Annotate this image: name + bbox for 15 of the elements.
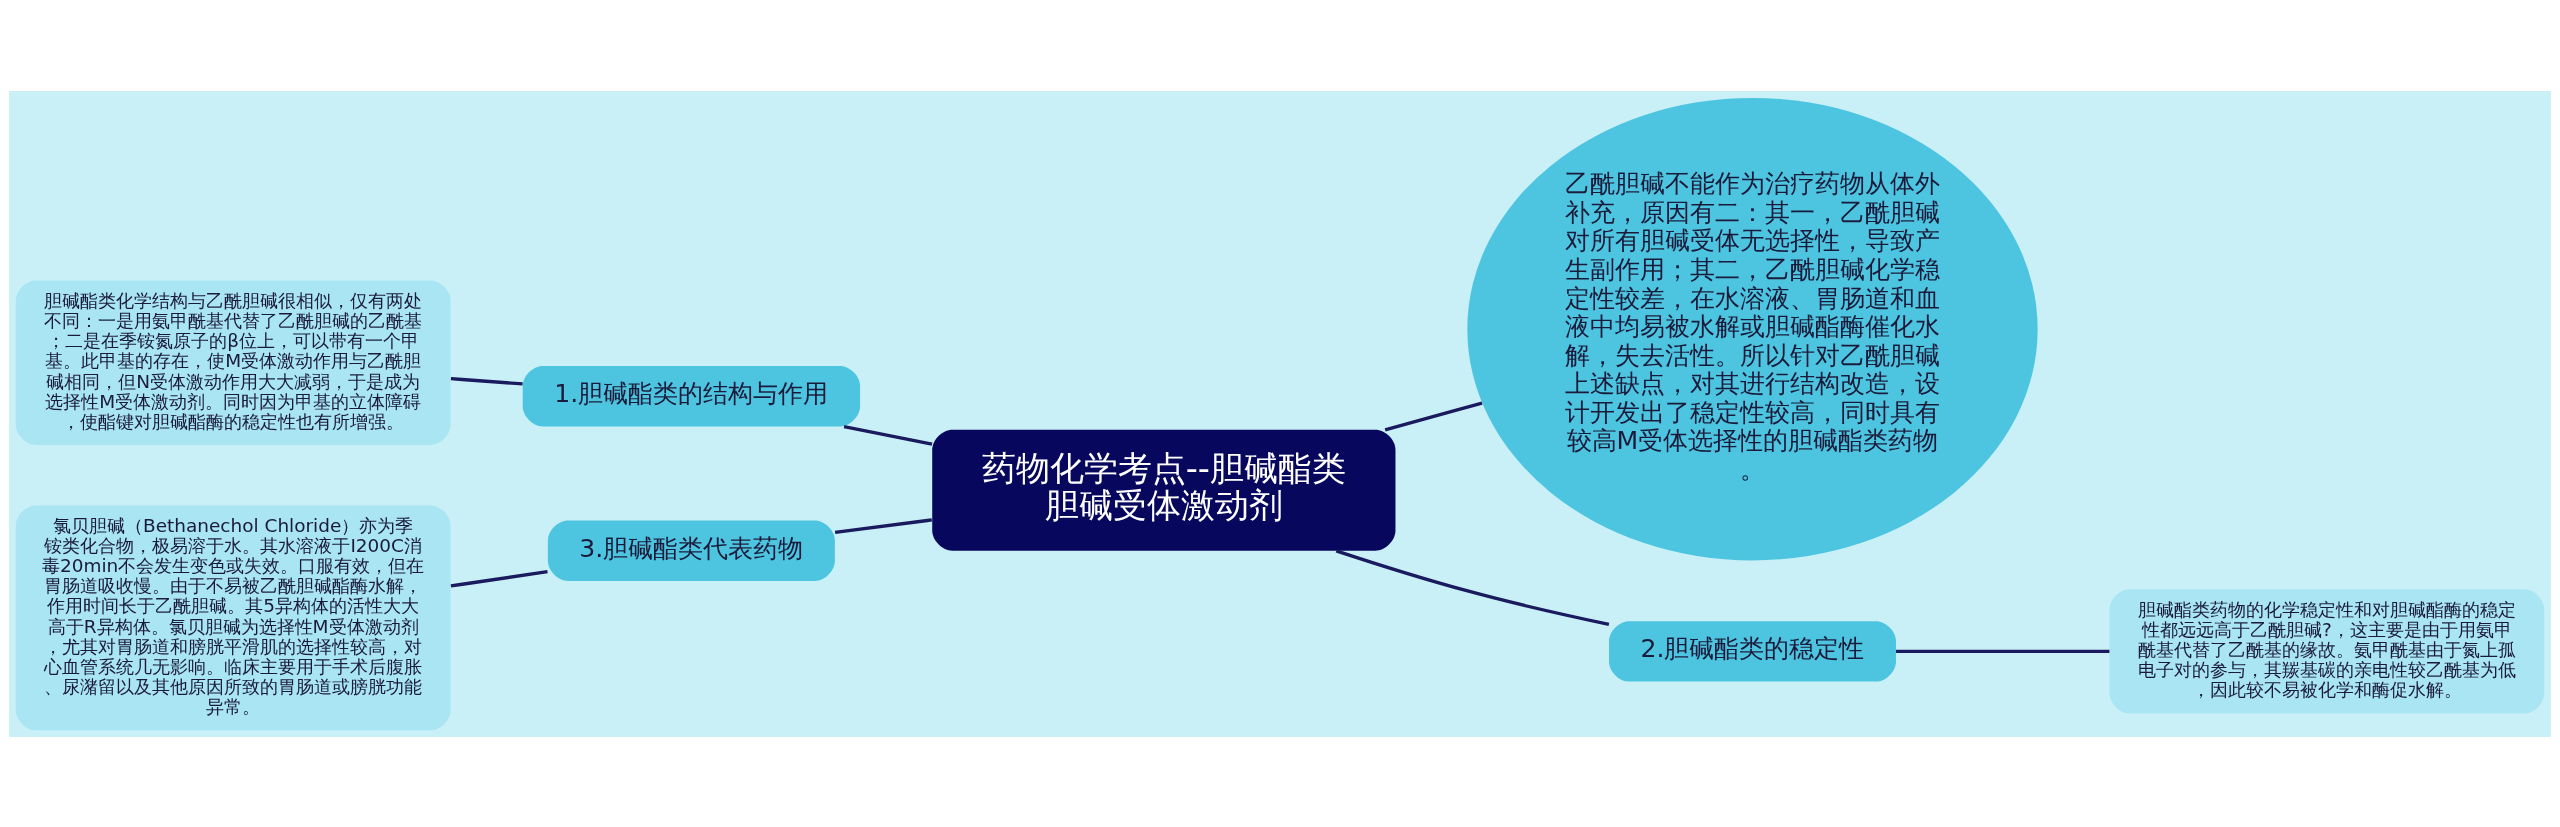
- connector: [834, 517, 932, 534]
- node-box: 3.胆碱酯类代表药物: [547, 520, 835, 581]
- node-box: 胆碱酯类药物的化学稳定性和对胆碱酯酶的稳定性都远远高于乙酰胆碱?，这主要是由于用氨甲酰基代替了乙酰基的缘故。氨甲酰基由于氮上孤电子对的参与，其羰基碳的亲电性较乙酰基为低，因此较不易被化学和酶促水解。: [2109, 588, 2545, 713]
- node-box: 氯贝胆碱（Bethanechol Chloride）亦为季铵类化合物，极易溶于水。其水溶液于I200C消毒20min不会发生变色或失效。口服有效，但在胃肠道吸收慢。由于不易被乙酰胆碱酯酶水解，作用时间长于乙酰胆碱。其5异构体的活性大大高于R异构体。氯贝胆碱为选择性M受体激动剂，尤其对胃肠道和膀胱平滑肌的选择性较高，对心血管系统几无影响。临床主要用于手术后腹胀、尿潴留以及其他原因所致的胃肠道或膀胱功能异常。: [15, 504, 451, 730]
- connector: [1384, 401, 1483, 431]
- connector: [843, 424, 933, 446]
- node-box: 药物化学考点--胆碱酯类胆碱受体激动剂: [932, 429, 1396, 551]
- connector: [450, 569, 548, 588]
- connector: [450, 376, 523, 386]
- connector: [1335, 548, 1610, 626]
- node-ellipse: 乙酰胆碱不能作为治疗药物从体外补充，原因有二：其一，乙酰胆碱对所有胆碱受体无选择性，导致产生副作用；其二，乙酰胆碱化学稳定性较差，在水溶液、胃肠道和血液中均易被水解或胆碱酯酶催化水解，失去活性。所以针对乙酰胆碱上述缺点，对其进行结构改造，设计开发出了稳定性较高，同时具有较高M受体选择性的胆碱酯类药物。: [1467, 97, 2038, 560]
- node-box: 2.胆碱酯类的稳定性: [1609, 620, 1896, 682]
- node-box: 胆碱酯类化学结构与乙酰胆碱很相似，仅有两处不同：一是用氨甲酰基代替了乙酰胆碱的乙酰基；二是在季铵氮原子的β位上，可以带有一个甲基。此甲基的存在，使M受体激动作用与乙酰胆碱相同，但N受体激动作用大大减弱，于是成为选择性M受体激动剂。同时因为甲基的立体障碍，使酯键对胆碱酯酶的稳定性也有所增强。: [15, 279, 451, 445]
- node-box: 1.胆碱酯类的结构与作用: [522, 365, 861, 426]
- connector: [1896, 649, 2110, 653]
